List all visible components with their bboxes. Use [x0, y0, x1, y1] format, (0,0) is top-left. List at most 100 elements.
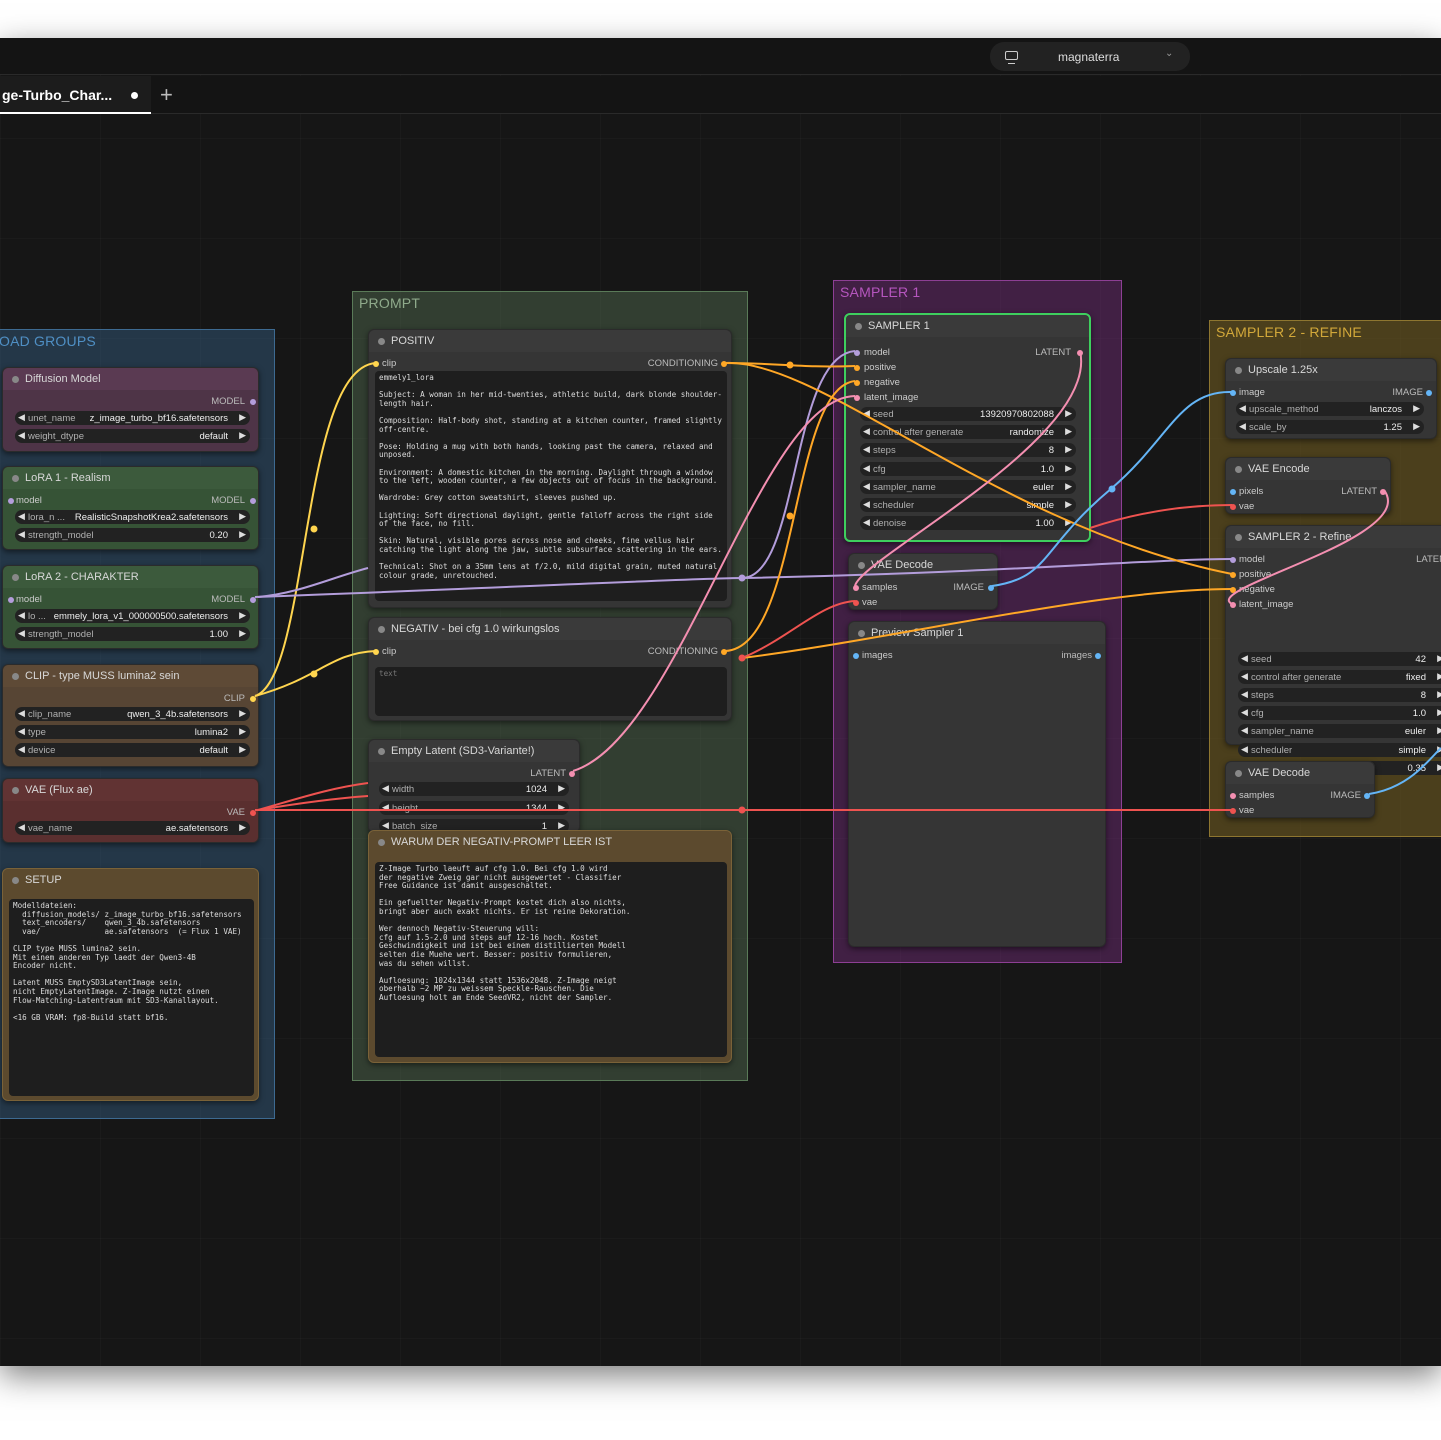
node-vae-decode2[interactable]: VAE Decode samples vae IMAGE — [1225, 761, 1375, 818]
workflow-tab-bar: ge-Turbo_Char... + — [0, 76, 1441, 114]
input-slot-latent[interactable] — [854, 395, 860, 401]
output-slot-image[interactable] — [1426, 390, 1432, 396]
input-slot-vae[interactable] — [1230, 504, 1236, 510]
warum-note-text[interactable]: Z-Image Turbo laeuft auf cfg 1.0. Bei cf… — [375, 862, 727, 1057]
input-slot-samples[interactable] — [853, 585, 859, 591]
output-slot-model[interactable] — [250, 498, 256, 504]
negative-prompt-text[interactable]: text — [375, 667, 727, 716]
output-label: images — [1061, 650, 1092, 661]
output-slot-model[interactable] — [250, 399, 256, 405]
node-setup-note[interactable]: SETUP Modelldateien: diffusion_models/ z… — [2, 868, 259, 1101]
input-slot-model[interactable] — [1230, 557, 1236, 563]
input-slot-clip[interactable] — [373, 649, 379, 655]
widget-lora-name[interactable]: ◀lora_n ...RealisticSnapshotKrea2.safete… — [15, 510, 250, 524]
input-slot-latent[interactable] — [1230, 602, 1236, 608]
output-slot-model[interactable] — [250, 597, 256, 603]
node-negativ[interactable]: NEGATIV - bei cfg 1.0 wirkungslos clip C… — [368, 617, 732, 721]
output-slot-clip[interactable] — [250, 696, 256, 702]
input-slot-negative[interactable] — [1230, 587, 1236, 593]
node-vae-decode1[interactable]: VAE Decode samples vae IMAGE — [848, 553, 998, 610]
node-lora1[interactable]: LoRA 1 - Realism model MODEL ◀lora_n ...… — [2, 466, 259, 550]
input-label: vae — [1239, 501, 1255, 512]
input-slot-model[interactable] — [8, 498, 14, 504]
setup-note-text[interactable]: Modelldateien: diffusion_models/ z_image… — [9, 899, 254, 1096]
node-title: VAE Encode — [1248, 463, 1310, 475]
node-title: Empty Latent (SD3-Variante!) — [391, 745, 535, 757]
input-slot-clip[interactable] — [373, 361, 379, 367]
output-label: MODEL — [211, 495, 245, 506]
node-lora2[interactable]: LoRA 2 - CHARAKTER model MODEL ◀lo ...em… — [2, 565, 259, 649]
node-warum-note[interactable]: WARUM DER NEGATIV-PROMPT LEER IST Z-Imag… — [368, 830, 732, 1063]
node-vae-encode[interactable]: VAE Encode pixels vae LATENT — [1225, 457, 1391, 514]
output-slot-images[interactable] — [1095, 653, 1101, 659]
output-slot-vae[interactable] — [250, 810, 256, 816]
positive-prompt-text[interactable]: emmely1_lora Subject: A woman in her mid… — [375, 371, 727, 601]
group-sampler1-title: SAMPLER 1 — [840, 284, 921, 300]
input-label: positive — [1239, 569, 1272, 580]
input-label: vae — [1239, 805, 1255, 816]
input-slot-images[interactable] — [853, 653, 859, 659]
input-slot-vae[interactable] — [853, 600, 859, 606]
input-slot-pixels[interactable] — [1230, 489, 1236, 495]
node-preview-sampler1[interactable]: Preview Sampler 1 images images — [848, 621, 1106, 947]
input-label: model — [1239, 554, 1265, 565]
node-positiv[interactable]: POSITIV clip CONDITIONING emmely1_lora S… — [368, 329, 732, 608]
output-slot-image[interactable] — [1364, 793, 1370, 799]
node-sampler1[interactable]: SAMPLER 1 model positive negative latent… — [844, 313, 1091, 542]
input-slot-positive[interactable] — [1230, 572, 1236, 578]
input-slot-image[interactable] — [1230, 390, 1236, 396]
input-slot-model[interactable] — [854, 350, 860, 356]
output-slot-latent[interactable] — [1077, 350, 1083, 356]
output-slot-latent[interactable] — [569, 771, 575, 777]
node-clip-loader[interactable]: CLIP - type MUSS lumina2 sein CLIP ◀clip… — [2, 664, 259, 767]
input-slot-model[interactable] — [8, 597, 14, 603]
input-slot-samples[interactable] — [1230, 793, 1236, 799]
node-empty-latent[interactable]: Empty Latent (SD3-Variante!) LATENT ◀wid… — [368, 739, 580, 833]
node-upscale[interactable]: Upscale 1.25x image IMAGE ◀upscale_metho… — [1225, 358, 1437, 439]
output-slot-conditioning[interactable] — [721, 361, 727, 367]
output-slot-image[interactable] — [988, 585, 994, 591]
input-slot-negative[interactable] — [854, 380, 860, 386]
input-slot-positive[interactable] — [854, 365, 860, 371]
output-label: LATENT — [1035, 347, 1071, 358]
input-label: image — [1239, 387, 1265, 398]
widget-lora-name[interactable]: ◀lo ...emmely_lora_v1_000000500.safetens… — [15, 609, 250, 623]
output-slot-conditioning[interactable] — [721, 649, 727, 655]
unsaved-dot-icon — [131, 92, 138, 99]
user-menu[interactable]: magnaterra ⌄ — [990, 42, 1190, 71]
add-tab-button[interactable]: + — [160, 82, 173, 107]
input-slot-vae[interactable] — [1230, 808, 1236, 814]
workflow-tab-active[interactable]: ge-Turbo_Char... — [0, 76, 151, 114]
node-sampler2[interactable]: SAMPLER 2 - Refine model positive negati… — [1225, 525, 1441, 775]
node-title: VAE (Flux ae) — [25, 784, 93, 796]
output-slot-latent[interactable] — [1380, 489, 1386, 495]
